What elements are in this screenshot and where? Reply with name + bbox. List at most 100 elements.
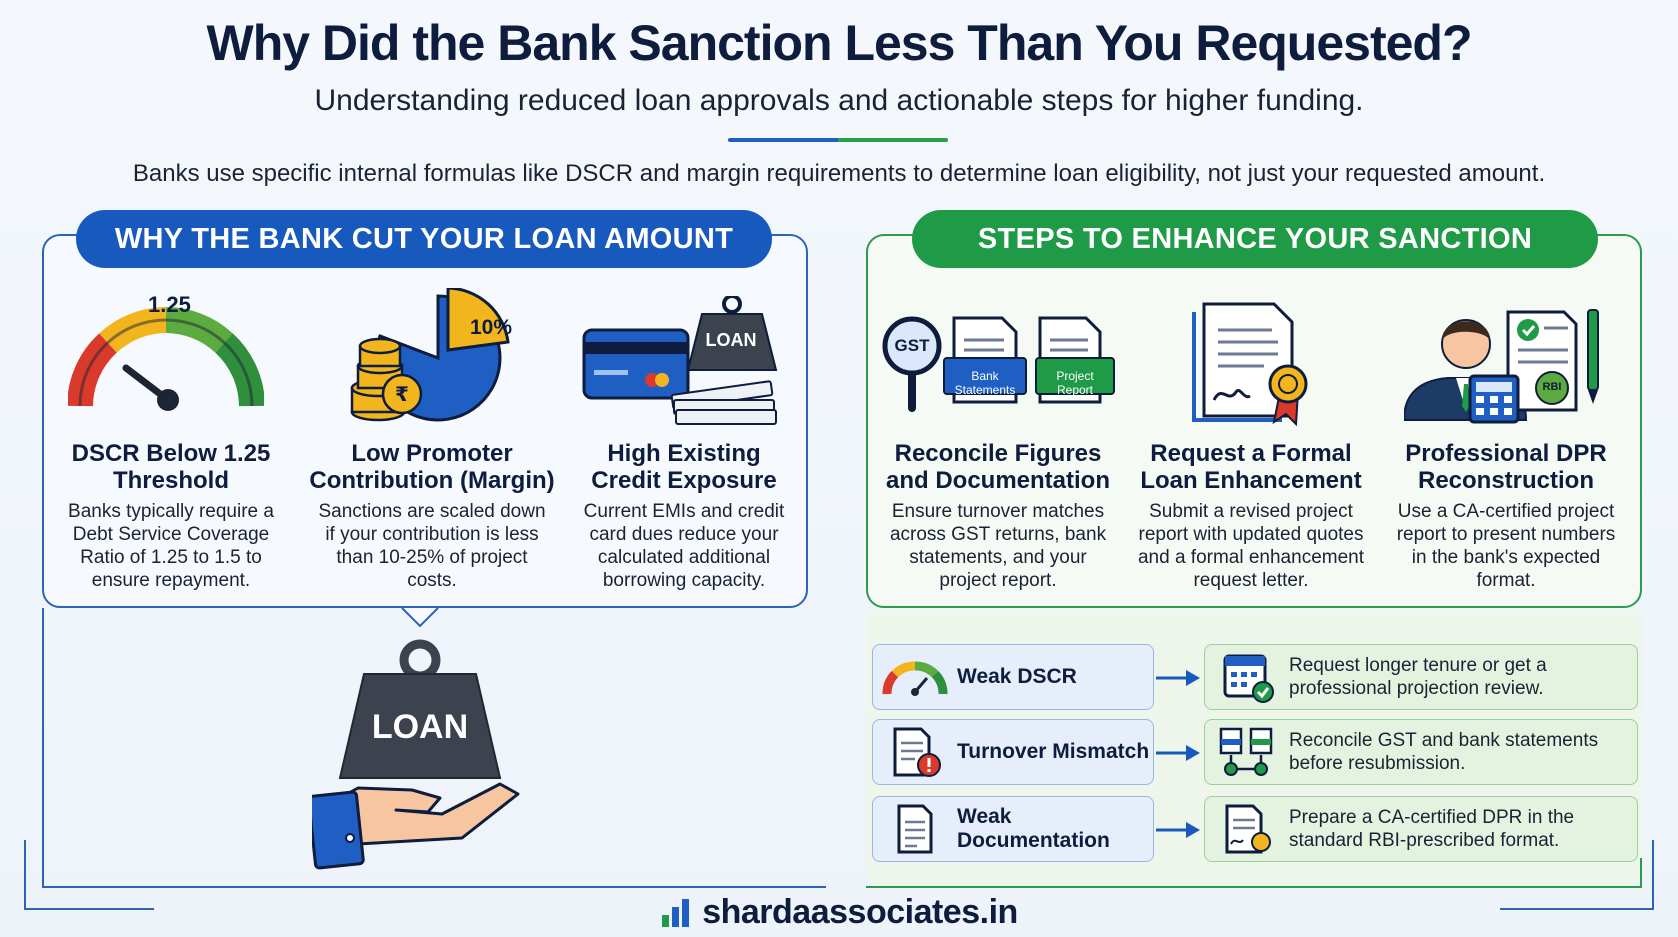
card-desc: across GST returns, bank bbox=[889, 524, 1107, 545]
card-title: Low Promoter bbox=[351, 440, 513, 467]
big-loan-label: LOAN bbox=[371, 708, 469, 746]
doc-label-line: Statements bbox=[954, 383, 1016, 397]
solution-weak-documentation: Prepare a CA-certified DPR in the standa… bbox=[1204, 796, 1638, 862]
rbi-stamp-label: RBI bbox=[1542, 381, 1562, 393]
panel-pointer bbox=[401, 607, 439, 628]
card-enhancement: Request a Formal Loan Enhancement Submit… bbox=[1130, 440, 1372, 592]
solution-line: Request longer tenure or get a bbox=[1289, 655, 1547, 676]
reasons-panel-edge bbox=[42, 608, 44, 888]
card-desc: Submit a revised project bbox=[1149, 501, 1353, 522]
solution-text: Prepare a CA-certified DPR in the standa… bbox=[1289, 806, 1574, 852]
card-title: Request a Formal bbox=[1150, 440, 1352, 467]
card-desc: Use a CA-certified project bbox=[1397, 501, 1615, 522]
certified-document-icon bbox=[1225, 804, 1271, 854]
gauge-icon bbox=[68, 307, 264, 411]
card-dpr: Professional DPR Reconstruction Use a CA… bbox=[1384, 440, 1628, 592]
doc-label-line: Project bbox=[1056, 369, 1094, 383]
solution-turnover-mismatch: Reconcile GST and bank statements before… bbox=[1204, 719, 1638, 785]
solution-line: professional projection review. bbox=[1289, 678, 1544, 699]
page-subtitle: Understanding reduced loan approvals and… bbox=[314, 84, 1364, 117]
bank-statements-label: Bank Statements bbox=[944, 369, 1026, 397]
title-divider bbox=[728, 138, 948, 142]
professional-report-icon bbox=[1404, 309, 1599, 424]
doc-label-line: Bank bbox=[971, 369, 999, 383]
credit-card-loan-weight-icon bbox=[582, 296, 778, 425]
card-credit-exposure: High Existing Credit Exposure Current EM… bbox=[562, 440, 806, 592]
problems-area-bottom bbox=[866, 886, 1640, 888]
card-desc: if your contribution is less bbox=[325, 524, 539, 545]
solution-line: before resubmission. bbox=[1289, 753, 1466, 774]
card-desc: in the bank's expected bbox=[1411, 547, 1601, 568]
signed-document-badge-icon bbox=[1192, 302, 1308, 426]
reasons-panel-bottom bbox=[42, 886, 826, 888]
card-title: Professional DPR bbox=[1405, 440, 1607, 467]
project-report-label: Project Report bbox=[1036, 369, 1114, 397]
loan-weight-label: LOAN bbox=[705, 330, 757, 350]
brand-footer: shardaassociates.in bbox=[0, 890, 1678, 934]
card-desc: project report. bbox=[939, 570, 1057, 591]
card-reconcile: Reconcile Figures and Documentation Ensu… bbox=[876, 440, 1120, 592]
card-desc: and a formal enhancement bbox=[1137, 547, 1365, 568]
documents-magnifier-icon bbox=[882, 316, 1115, 412]
card-desc: statements, and your bbox=[909, 547, 1087, 568]
solution-text: Request longer tenure or get a professio… bbox=[1289, 654, 1547, 700]
card-title: Threshold bbox=[112, 467, 229, 494]
card-desc: borrowing capacity. bbox=[602, 570, 766, 591]
card-desc: Banks typically require a bbox=[68, 501, 274, 522]
card-desc: than 10-25% of project bbox=[336, 547, 528, 568]
bar-chart-icon bbox=[662, 899, 690, 927]
card-desc: Debt Service Coverage bbox=[72, 524, 270, 545]
doc-label-line: Report bbox=[1056, 383, 1094, 397]
card-title: Reconcile Figures bbox=[894, 440, 1102, 467]
problem-label: Turnover Mismatch bbox=[957, 740, 1150, 763]
card-title: Contribution (Margin) bbox=[309, 467, 555, 494]
reasons-heading: WHY THE BANK CUT YOUR LOAN AMOUNT bbox=[76, 210, 772, 268]
arrow-right-icon bbox=[1156, 822, 1200, 838]
document-icon bbox=[897, 804, 933, 854]
card-desc: request letter. bbox=[1193, 570, 1309, 591]
card-desc: report to present numbers bbox=[1396, 524, 1616, 545]
solution-line: Reconcile GST and bank statements bbox=[1289, 730, 1599, 751]
card-dscr: DSCR Below 1.25 Threshold Banks typicall… bbox=[52, 440, 290, 592]
problem-weak-documentation: Weak Documentation bbox=[872, 796, 1154, 862]
card-desc: Current EMIs and credit bbox=[583, 501, 785, 522]
document-alert-icon bbox=[893, 727, 941, 777]
calendar-check-icon bbox=[1223, 654, 1274, 703]
documents-reconcile-icon bbox=[1219, 727, 1273, 776]
problem-label: Weak DSCR bbox=[957, 665, 1077, 688]
arrow-right-icon bbox=[1156, 745, 1200, 761]
corner-line bbox=[1500, 908, 1654, 910]
card-desc: report with updated quotes bbox=[1138, 524, 1364, 545]
card-title: Credit Exposure bbox=[591, 467, 777, 494]
solution-text: Reconcile GST and bank statements before… bbox=[1289, 729, 1598, 775]
card-desc: calculated additional bbox=[597, 547, 771, 568]
card-desc: ensure repayment. bbox=[91, 570, 251, 591]
card-desc: Ensure turnover matches bbox=[891, 501, 1105, 522]
card-desc: Sanctions are scaled down bbox=[318, 501, 546, 522]
steps-heading: STEPS TO ENHANCE YOUR SANCTION bbox=[912, 210, 1598, 268]
problem-turnover-mismatch: Turnover Mismatch bbox=[872, 719, 1154, 785]
corner-line bbox=[24, 908, 154, 910]
problems-area-edge bbox=[1640, 858, 1642, 888]
card-desc: costs. bbox=[407, 570, 457, 591]
gauge-threshold-label: 1.25 bbox=[148, 292, 191, 317]
solution-weak-dscr: Request longer tenure or get a professio… bbox=[1204, 644, 1638, 710]
card-desc: card dues reduce your bbox=[589, 524, 779, 545]
page-title: Why Did the Bank Sanction Less Than You … bbox=[206, 15, 1473, 71]
brand-name[interactable]: shardaassociates.in bbox=[702, 892, 1018, 931]
card-desc: format. bbox=[1476, 570, 1536, 591]
card-title: Reconstruction bbox=[1417, 467, 1594, 494]
problem-weak-dscr: Weak DSCR bbox=[872, 644, 1154, 710]
loan-weight-hand-icon bbox=[312, 639, 520, 870]
card-title: and Documentation bbox=[885, 467, 1110, 494]
arrow-right-icon bbox=[1156, 670, 1200, 686]
problem-label: Weak Documentation bbox=[957, 805, 1110, 852]
intro-text: Banks use specific internal formulas lik… bbox=[132, 160, 1546, 187]
card-title: Loan Enhancement bbox=[1140, 467, 1362, 494]
corner-line bbox=[24, 840, 26, 910]
corner-line bbox=[1652, 840, 1654, 910]
svg-text:₹: ₹ bbox=[395, 382, 409, 406]
solution-line: standard RBI-prescribed format. bbox=[1289, 830, 1560, 851]
card-margin: Low Promoter Contribution (Margin) Sanct… bbox=[306, 440, 558, 592]
pie-percent-label: 10% bbox=[470, 316, 513, 339]
